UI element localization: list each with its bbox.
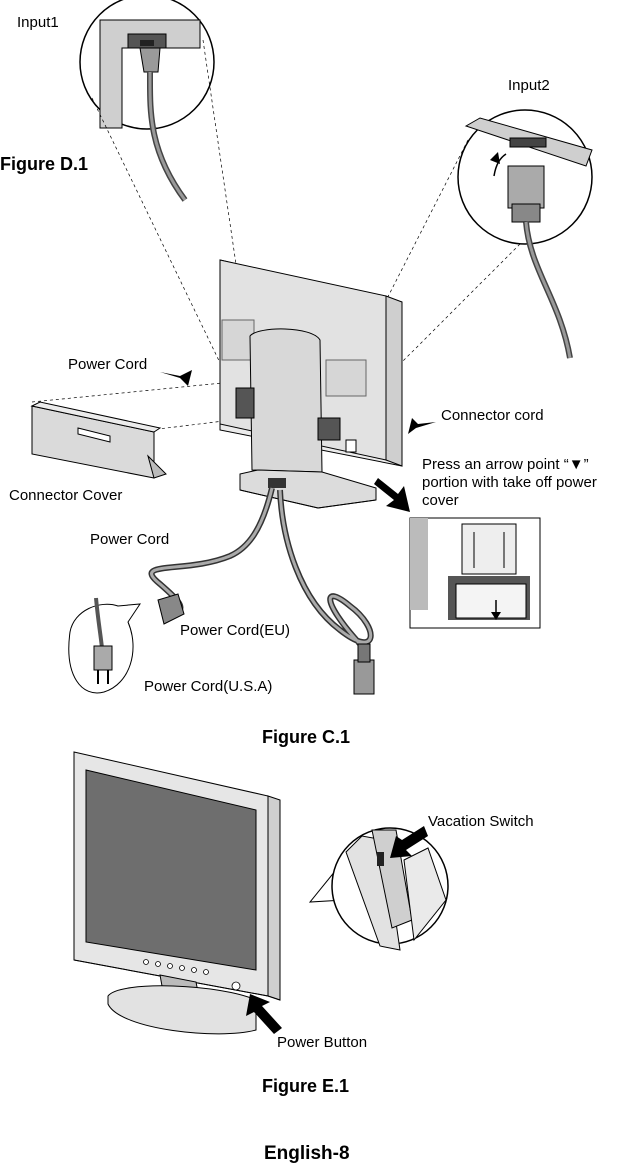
- arrow-connector-cord: [408, 418, 436, 434]
- arrow-vacation-switch: [390, 826, 428, 858]
- page-footer: English-8: [264, 1143, 350, 1164]
- vacation-switch-magnifier: [308, 827, 449, 951]
- input2-label: Input2: [508, 77, 550, 94]
- power-cord-label-mid: Power Cord: [90, 531, 170, 548]
- leader-lines: [31, 39, 521, 433]
- input1-magnifier: [79, 0, 215, 202]
- connector-cord-label: Connector cord: [441, 407, 544, 424]
- monitor-front: [73, 751, 281, 1035]
- usa-plug-bubble: [68, 597, 141, 694]
- figure-e1-caption: Figure E.1: [262, 1076, 350, 1096]
- eu-plug: [157, 593, 185, 625]
- monitor-back: [219, 259, 403, 509]
- vacation-switch-label: Vacation Switch: [428, 813, 534, 830]
- power-cord-usa-label: Power Cord(U.S.A): [144, 678, 273, 695]
- figure-d1-caption: Figure D.1: [0, 154, 89, 174]
- arrow-power-cord: [160, 370, 192, 386]
- power-button-label: Power Button: [277, 1034, 368, 1051]
- connector-cover-label: Connector Cover: [9, 487, 123, 504]
- figure-c1-caption: Figure C.1: [262, 727, 351, 747]
- press-arrow-instruction: Press an arrow point “▼” portion with ta…: [422, 456, 597, 509]
- signal-plug-neck: [357, 643, 371, 663]
- signal-plug: [353, 659, 375, 695]
- input2-magnifier: [457, 109, 593, 359]
- power-cords: [148, 487, 374, 647]
- arrow-press: [374, 478, 410, 512]
- press-arrow-inset: [409, 517, 541, 629]
- power-cord-eu-label: Power Cord(EU): [180, 622, 291, 639]
- connector-cover: [30, 401, 167, 479]
- power-cord-label-top: Power Cord: [68, 356, 148, 373]
- input1-label: Input1: [17, 14, 59, 31]
- arrow-power-button: [246, 994, 282, 1034]
